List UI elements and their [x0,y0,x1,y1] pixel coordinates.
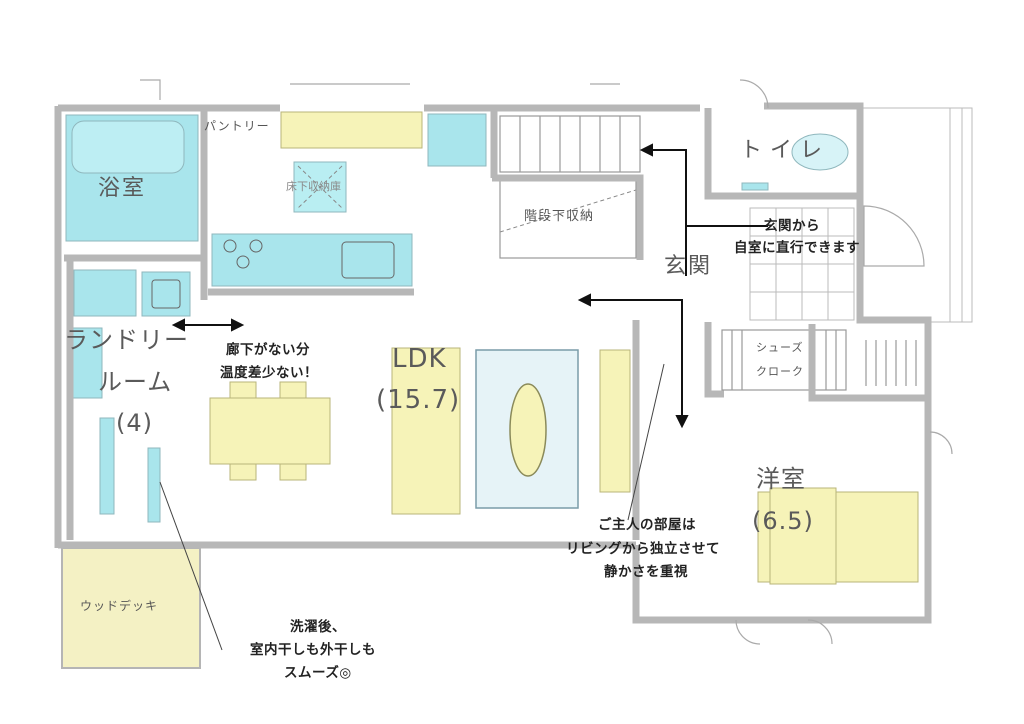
laundry-size: (4) [116,409,153,437]
flow-arrows [171,143,768,429]
coffee-table [509,383,547,477]
laundry-note-line3: スムーズ◎ [284,665,352,681]
entrance-note-line2: 自室に直行できます [734,240,860,256]
western-room-size: (6.5) [752,507,814,535]
entrance-label: 玄関 [664,254,713,279]
entrance-floor [749,207,855,321]
master-note-line1: ご主人の部屋は [598,517,696,533]
toilet-label: トイレ [740,138,831,163]
western-room-label: 洋室 [756,465,806,493]
wood-deck-label: ウッドデッキ [80,599,159,613]
shoe-cloak-line1: シューズ [756,341,804,354]
laundry-label-line2: ルーム [98,368,173,396]
master-note-line2: リビングから独立させて [566,541,720,557]
water-fixtures [65,113,849,523]
pantry-label: パントリー [204,119,270,133]
bath-label: 浴室 [98,176,147,201]
hallway-note-line1: 廊下がない分 [226,342,310,358]
hallway-note-line2: 温度差少ない！ [220,365,318,381]
porch [861,107,973,323]
laundry-note-line1: 洗濯後、 [290,619,346,635]
shoe-cloak-line2: クローク [756,365,804,378]
walls [54,102,932,624]
entrance-note-line1: 玄関から [764,218,820,234]
ldk-label: LDK [392,344,447,374]
ldk-size: (15.7) [376,385,461,415]
stair-storage-label: 階段下収納 [524,209,595,224]
furniture [209,111,919,585]
laundry-note-line2: 室内干しも外干しも [250,642,376,658]
floor-storage-label: 床下収納庫 [286,180,341,193]
laundry-label-line1: ランドリー [64,326,189,354]
master-note-line3: 静かさを重視 [604,564,688,580]
stairs [499,115,641,259]
wood-deck [61,547,201,669]
